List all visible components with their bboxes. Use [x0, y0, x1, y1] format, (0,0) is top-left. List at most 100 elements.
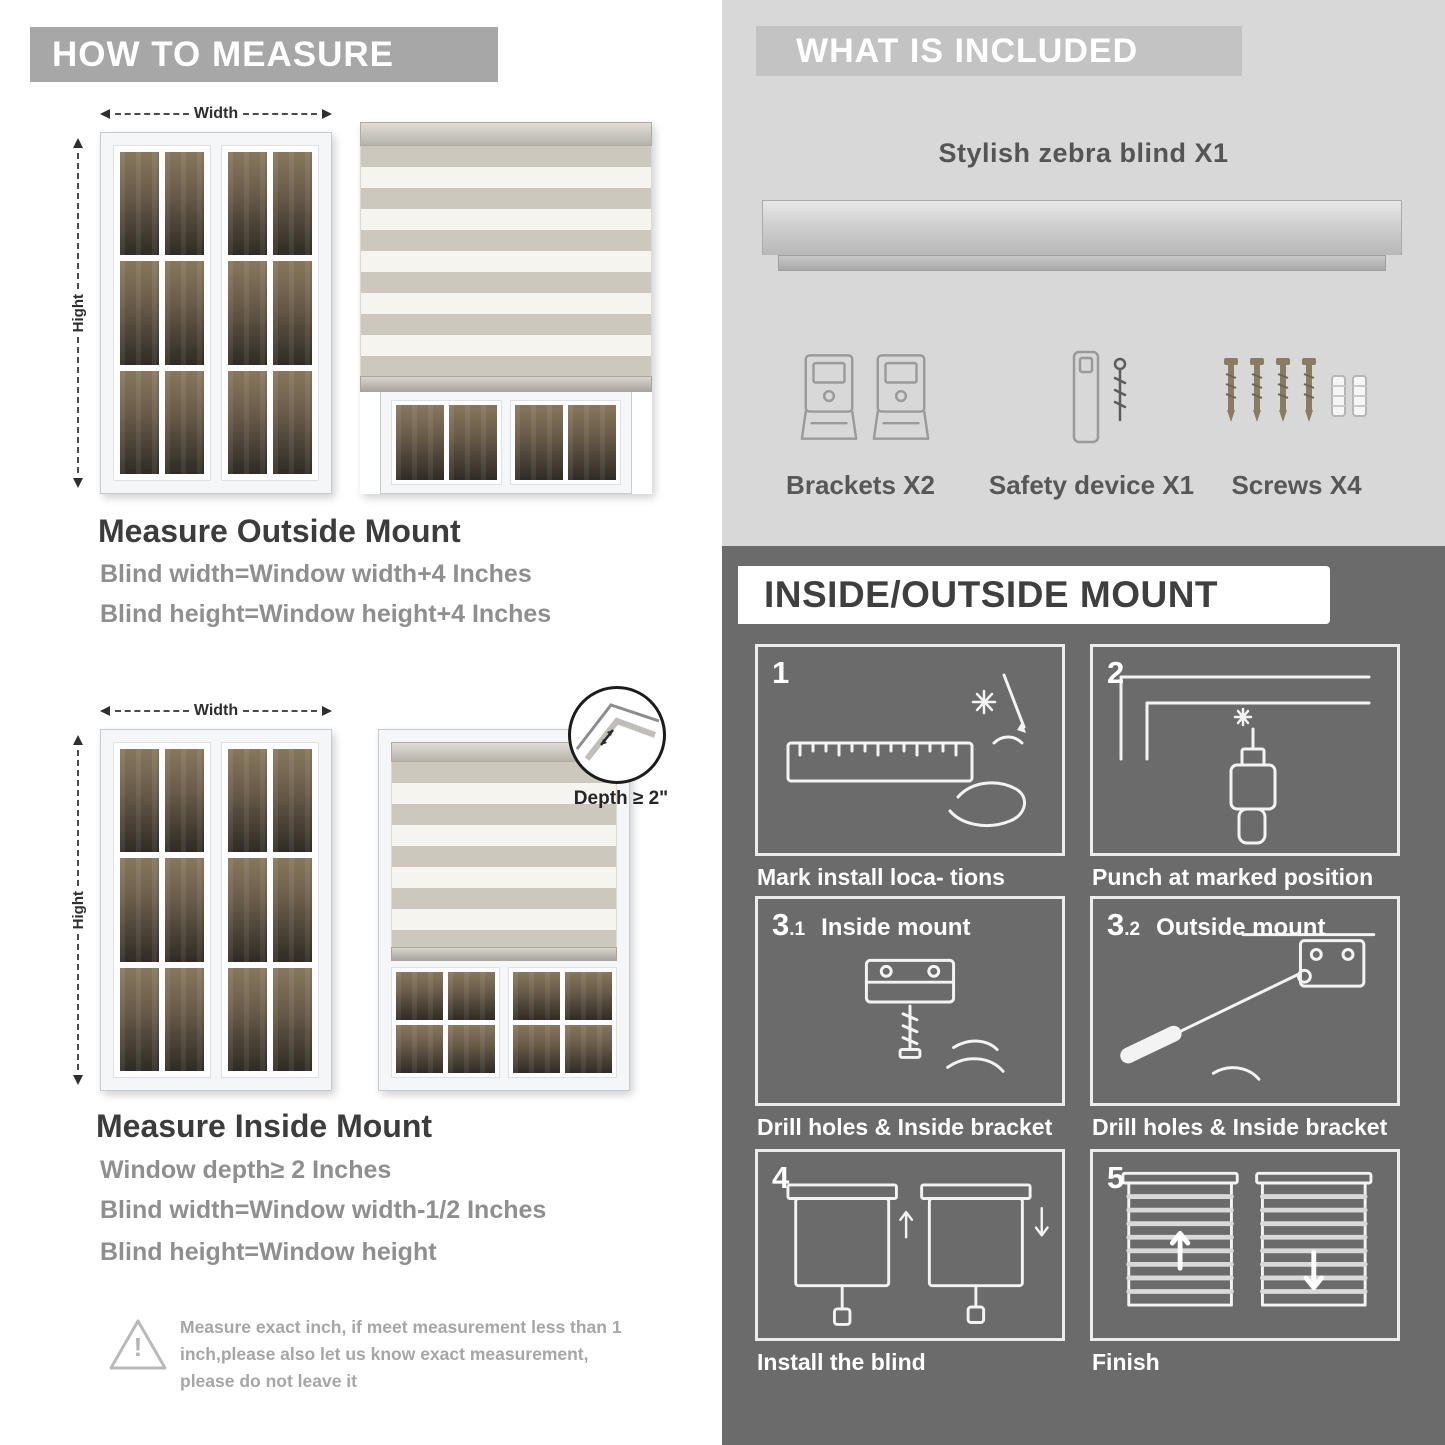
drill-illustration	[1119, 675, 1371, 845]
window-pane	[228, 370, 267, 474]
height-measure-arrow-inside: Hight	[68, 735, 88, 1086]
finished-blinds-illustration	[1121, 1171, 1373, 1307]
screws-and-anchors-icon	[1224, 358, 1367, 422]
window-pane	[165, 261, 204, 365]
window-sash	[113, 742, 211, 1078]
arrow-right-icon	[322, 109, 332, 119]
window-pane	[273, 152, 312, 256]
window-pane	[228, 967, 267, 1071]
blind-headrail-lip	[778, 255, 1386, 271]
step-panel-1: 1	[755, 644, 1065, 856]
outside-height-formula: Blind height=Window height+4 Inches	[100, 600, 552, 628]
step-caption-3-2: Drill holes & Inside bracket	[1092, 1114, 1388, 1140]
window-pane	[120, 261, 159, 365]
dashed-line	[243, 710, 317, 712]
height-label: Hight	[69, 890, 87, 930]
window-pane	[396, 1025, 443, 1073]
outside-mount-heading: Measure Outside Mount	[98, 513, 461, 549]
step-caption-4: Install the blind	[757, 1349, 926, 1375]
window-pane	[165, 749, 204, 853]
height-measure-arrow-outside: Hight	[68, 138, 88, 489]
mount-title: INSIDE/OUTSIDE MOUNT	[764, 574, 1219, 615]
dashed-line	[115, 113, 189, 115]
warning-text: Measure exact inch, if meet measurement …	[180, 1317, 622, 1392]
window-pane	[396, 972, 443, 1020]
step-caption-2: Punch at marked position	[1092, 864, 1374, 890]
step-number: 1	[772, 655, 790, 690]
inside-height-formula: Blind height=Window height	[100, 1238, 437, 1266]
zebra-blind-outside-illustration	[360, 122, 652, 494]
blind-cassette	[360, 122, 652, 146]
dashed-line	[77, 750, 79, 886]
step-number: 5	[1107, 1160, 1125, 1195]
window-pane	[120, 749, 159, 853]
safety-device-label: Safety device X1	[988, 470, 1195, 500]
window-pane	[273, 967, 312, 1071]
window-pane	[120, 967, 159, 1071]
what-is-included-title: WHAT IS INCLUDED	[796, 31, 1139, 70]
blind-bottom-rail	[360, 376, 652, 392]
arrow-up-icon	[73, 138, 83, 148]
window-sash	[391, 967, 500, 1078]
blind-bottom-rail	[391, 947, 617, 961]
width-measure-arrow-outside: Width	[100, 104, 332, 124]
window-below-blind	[380, 392, 632, 494]
window-pane	[120, 370, 159, 474]
dashed-line	[77, 153, 79, 289]
window-sash	[221, 145, 319, 481]
window-sash	[391, 400, 502, 485]
what-is-included-banner: WHAT IS INCLUDED	[756, 26, 1242, 76]
step-number: 4	[772, 1160, 790, 1195]
product-label: Stylish zebra blind X1	[938, 138, 1229, 168]
window-pane	[568, 405, 616, 480]
blind-zebra-stripes	[391, 762, 617, 947]
dashed-line	[77, 934, 79, 1071]
screws-label: Screws X4	[1231, 470, 1362, 500]
step-number: 2	[1107, 655, 1125, 690]
window-pane	[513, 972, 560, 1020]
dashed-line	[115, 710, 189, 712]
mark-location-illustration	[786, 673, 1026, 828]
step-caption-5: Finish	[1092, 1349, 1160, 1375]
width-label: Width	[193, 105, 239, 122]
blind-headrail-illustration	[762, 200, 1402, 255]
width-measure-arrow-inside: Width	[100, 701, 332, 721]
window-pane	[228, 152, 267, 256]
zebra-blind-inside-illustration	[378, 729, 630, 1091]
window-pane	[228, 858, 267, 962]
window-pane	[120, 858, 159, 962]
window-sash	[508, 967, 617, 1078]
depth-detail-circle	[568, 686, 666, 784]
arrow-left-icon	[100, 109, 110, 119]
window-pane	[515, 405, 563, 480]
window-pane	[565, 1025, 612, 1073]
window-illustration-inside	[100, 729, 332, 1091]
window-pane	[228, 749, 267, 853]
window-pane	[120, 152, 159, 256]
brackets-label: Brackets X2	[786, 470, 935, 500]
install-blind-illustration	[786, 1183, 1049, 1326]
mount-instructions-section: INSIDE/OUTSIDE MOUNT 1 Mark install loca…	[722, 546, 1445, 1445]
window-sash	[510, 400, 621, 485]
window-pane	[228, 261, 267, 365]
window-pane	[273, 370, 312, 474]
window-sash	[221, 742, 319, 1078]
arrow-left-icon	[100, 706, 110, 716]
inside-width-formula: Blind width=Window width-1/2 Inches	[100, 1196, 547, 1224]
bracket-icon	[872, 354, 930, 440]
window-pane	[165, 967, 204, 1071]
window-pane	[273, 261, 312, 365]
window-pane	[165, 858, 204, 962]
inside-mount-heading: Measure Inside Mount	[96, 1108, 433, 1144]
window-illustration-outside	[100, 132, 332, 494]
step-title: Outside mount	[1156, 914, 1326, 941]
window-pane	[165, 370, 204, 474]
height-label: Hight	[69, 293, 87, 333]
step-title: Inside mount	[821, 914, 971, 941]
arrow-up-icon	[73, 735, 83, 745]
window-pane	[565, 972, 612, 1020]
blind-zebra-stripes	[360, 146, 652, 376]
